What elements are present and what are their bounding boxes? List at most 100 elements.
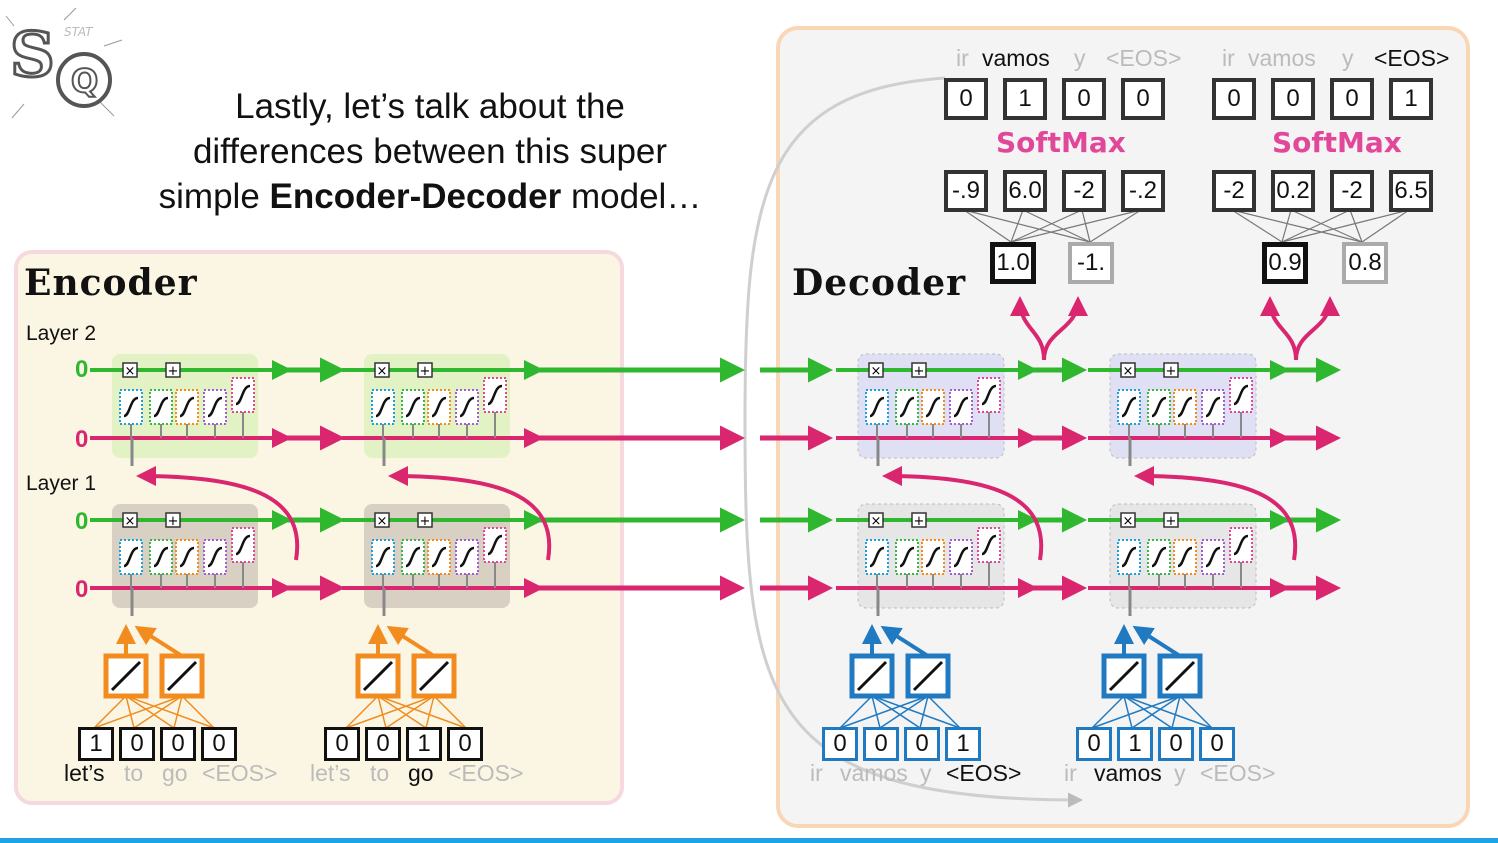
operator-symbol: × [377,514,388,529]
multiply-node [868,512,884,528]
decoder-onehot-input: 0 [822,727,858,761]
decoder-onehot-input: 0 [1199,727,1235,761]
logit-value: -.9 [944,170,988,212]
operator-symbol: + [1166,514,1177,529]
activation-curve [405,546,421,568]
activation-curve [487,534,503,556]
svg-text:S: S [10,18,55,91]
add-node [417,362,433,378]
softmax-label: SoftMax [996,126,1126,159]
linear-activation-line [856,660,888,692]
embedding-layer [839,624,961,729]
encoder-onehot-input: 1 [406,727,442,761]
output-onehot: 1 [1389,78,1433,120]
embedding-weight [1179,695,1213,729]
embedding-weight [1171,695,1181,729]
caption-text: simple [158,177,270,216]
decoder-input-token: vamos [840,760,908,786]
layer-connection-arrow [136,466,300,561]
activation-curve [981,384,997,406]
fc-weight [1081,209,1091,243]
activation-curve [375,546,391,568]
embedding-weight [377,695,467,729]
output-onehot: 0 [1212,78,1256,120]
operator-symbol: × [1123,514,1134,529]
statquest-logo: S Q STAT [5,7,123,119]
activation-curve [405,396,421,418]
layer-connection-arrow [1134,466,1298,561]
add-node [911,512,927,528]
linear-activation-line [166,660,198,692]
activation-curve [869,396,885,418]
fc-weight [1349,209,1363,243]
decoder-onehot-input: 1 [945,727,981,761]
fc-weight [1010,209,1083,243]
fc-weight [1010,209,1024,243]
activation-curve [179,396,195,418]
linear-activation-line [912,660,944,692]
activation-curve [375,396,391,418]
lstm-unit: ×+ [836,503,1038,616]
encoder-onehot-input: 0 [324,727,360,761]
embedding-weight [425,695,435,729]
output-vocab-token: y [1342,45,1354,71]
layer2-long-init: 0 [75,356,89,383]
caption-bold: Encoder-Decoder [269,177,562,216]
fc-weight [1089,209,1142,243]
decoder-onehot-input: 0 [863,727,899,761]
activation-curve [869,546,885,568]
activation-curve [1205,546,1221,568]
decoder-title: Decoder [792,262,967,304]
fc-weight [1231,209,1363,243]
activation-curve [459,546,475,568]
activation-curve [123,396,139,418]
progress-bar [0,838,1498,843]
decoder-onehot-input: 0 [1158,727,1194,761]
output-arrow [1042,296,1088,361]
lstm-unit: ×+ [1088,353,1290,466]
embedding-weight [1123,695,1133,729]
decoder-input-token: ir [810,760,823,786]
embedding-weight [181,695,215,729]
activation-curve [1151,546,1167,568]
activation-curve [153,546,169,568]
operator-symbol: + [914,364,925,379]
add-node [165,512,181,528]
slide-caption: Lastly, let’s talk about the differences… [120,84,740,219]
activation-curve [1233,384,1249,406]
output-arrow [1260,296,1298,361]
activation-curve [1151,396,1167,418]
output-onehot: 0 [1330,78,1374,120]
activation-curve [123,546,139,568]
svg-text:Q: Q [71,62,98,100]
output-vocab-token: vamos [982,45,1050,71]
activation-curve [1233,534,1249,556]
output-onehot: 1 [1003,78,1047,120]
linear-activation-line [362,660,394,692]
fc-weight [1281,209,1410,243]
embedding-weight [93,695,127,729]
encoder-input-token: let’s [64,760,105,786]
output-vocab-token: ir [956,45,969,71]
embedding-weight [919,695,929,729]
activation-curve [207,396,223,418]
fc-weight [1281,209,1292,243]
output-onehot: 0 [1121,78,1165,120]
layer-connection-arrow [882,466,1044,561]
activation-curve [981,534,997,556]
embedding-weight [385,695,435,729]
encoder-input-token: <EOS> [202,760,278,786]
logit-value: -.2 [1121,170,1165,212]
output-vocab-token: <EOS> [1374,45,1450,71]
operator-symbol: × [125,364,136,379]
add-node [1163,512,1179,528]
layer-connection-arrow [388,466,552,561]
embedding-weight [871,695,921,729]
layer1-short-init: 0 [75,576,89,603]
encoder-onehot-input: 0 [160,727,196,761]
decoder-input-token: y [920,760,932,786]
decoder-input-token: y [1174,760,1186,786]
embedding-output-arrow [1132,625,1182,658]
activation-curve [1205,396,1221,418]
layer2-short-init: 0 [75,426,89,453]
